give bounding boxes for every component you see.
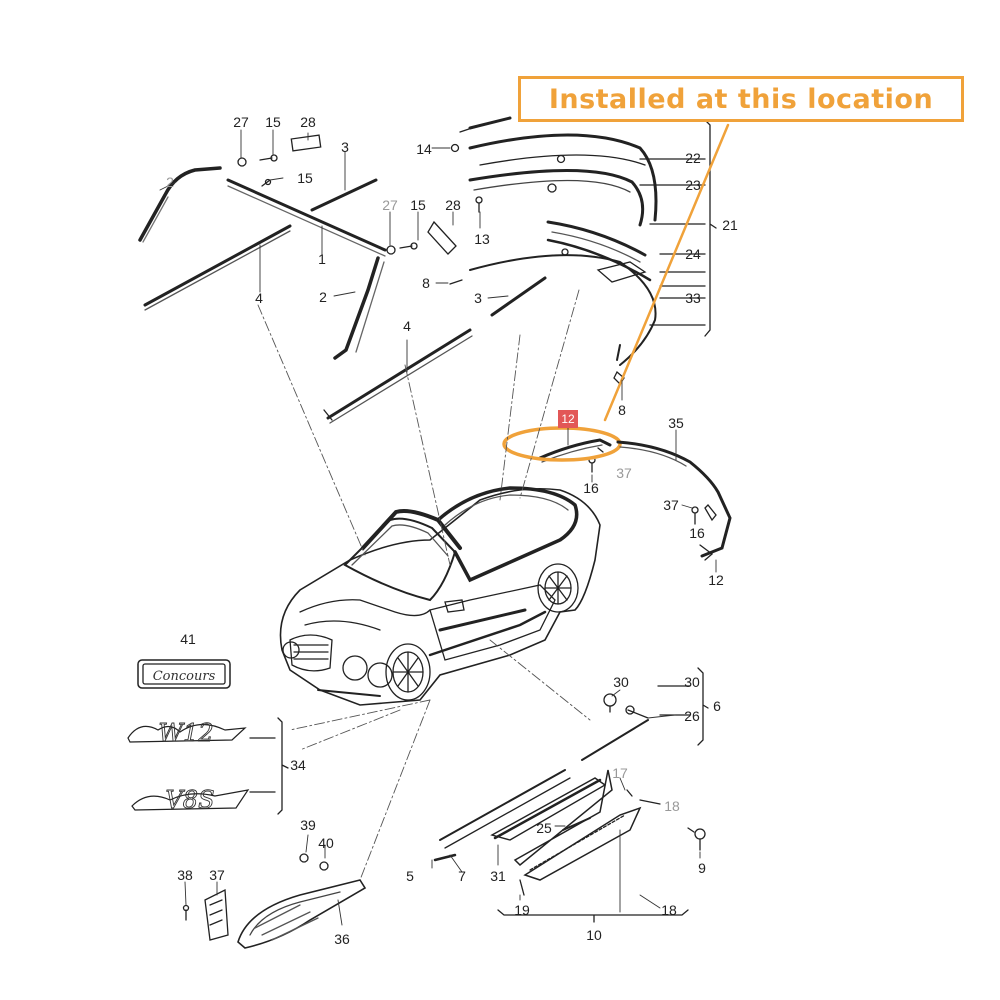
label-28-mid: 28 <box>445 197 461 213</box>
window-trim-left-group <box>138 134 457 360</box>
roof-seal-group <box>323 116 717 424</box>
label-35: 35 <box>668 415 684 431</box>
label-40: 40 <box>318 835 334 851</box>
label-24: 24 <box>685 246 701 262</box>
label-15-top: 15 <box>265 114 281 130</box>
label-13: 13 <box>474 231 490 247</box>
label-31: 31 <box>490 868 506 884</box>
label-30-left: 30 <box>613 674 629 690</box>
label-16-mid: 16 <box>583 480 599 496</box>
label-19: 19 <box>514 902 530 918</box>
callout-text: Installed at this location <box>548 83 934 115</box>
label-6: 6 <box>713 698 721 714</box>
badge-w12-text: W12 <box>158 719 213 747</box>
label-22: 22 <box>685 150 701 166</box>
label-3-mid: 3 <box>474 290 482 306</box>
label-15-right: 15 <box>410 197 426 213</box>
part-12-highlight <box>502 426 622 473</box>
part-12-badge: 12 <box>558 410 578 428</box>
label-27-mid: 27 <box>382 197 398 213</box>
label-17: 17 <box>612 765 628 781</box>
label-14: 14 <box>416 141 432 157</box>
badge-artwork <box>127 659 289 815</box>
label-5: 5 <box>406 868 414 884</box>
label-37-bottom: 37 <box>209 867 225 883</box>
label-18-bottom: 18 <box>661 902 677 918</box>
label-4-left: 4 <box>255 290 263 306</box>
label-12-right: 12 <box>708 572 724 588</box>
label-18-right: 18 <box>664 798 680 814</box>
label-16-right: 16 <box>689 525 705 541</box>
label-26: 26 <box>684 708 700 724</box>
label-30-right: 30 <box>684 674 700 690</box>
label-21: 21 <box>722 217 738 233</box>
label-34: 34 <box>290 757 306 773</box>
sill-trim-group <box>433 667 709 923</box>
label-1: 1 <box>318 251 326 267</box>
label-23: 23 <box>685 177 701 193</box>
label-28-top: 28 <box>300 114 316 130</box>
label-36: 36 <box>334 931 350 947</box>
label-8-left: 8 <box>422 275 430 291</box>
fender-vent-group <box>182 853 367 949</box>
reference-lines <box>257 289 591 881</box>
callout-box: Installed at this location <box>518 76 964 122</box>
label-27-top: 27 <box>233 114 249 130</box>
label-38: 38 <box>177 867 193 883</box>
badge-v8s-text: V8S <box>165 786 214 814</box>
label-41: 41 <box>180 631 196 647</box>
rear-trim-right-group <box>616 440 732 561</box>
label-10: 10 <box>586 927 602 943</box>
leader-lines <box>159 129 717 926</box>
label-2-left: 2 <box>166 174 174 190</box>
car-illustration <box>279 486 601 706</box>
label-37-mid: 37 <box>616 465 632 481</box>
label-3-top: 3 <box>341 139 349 155</box>
label-25: 25 <box>536 820 552 836</box>
label-39: 39 <box>300 817 316 833</box>
callout-leader <box>603 123 730 422</box>
label-15-mid: 15 <box>297 170 313 186</box>
label-9: 9 <box>698 860 706 876</box>
label-37-right: 37 <box>663 497 679 513</box>
badge-concours-text: Concours <box>153 669 216 684</box>
label-4-mid: 4 <box>403 318 411 334</box>
label-2-mid: 2 <box>319 289 327 305</box>
label-7: 7 <box>458 868 466 884</box>
label-8-right: 8 <box>618 402 626 418</box>
label-33: 33 <box>685 290 701 306</box>
